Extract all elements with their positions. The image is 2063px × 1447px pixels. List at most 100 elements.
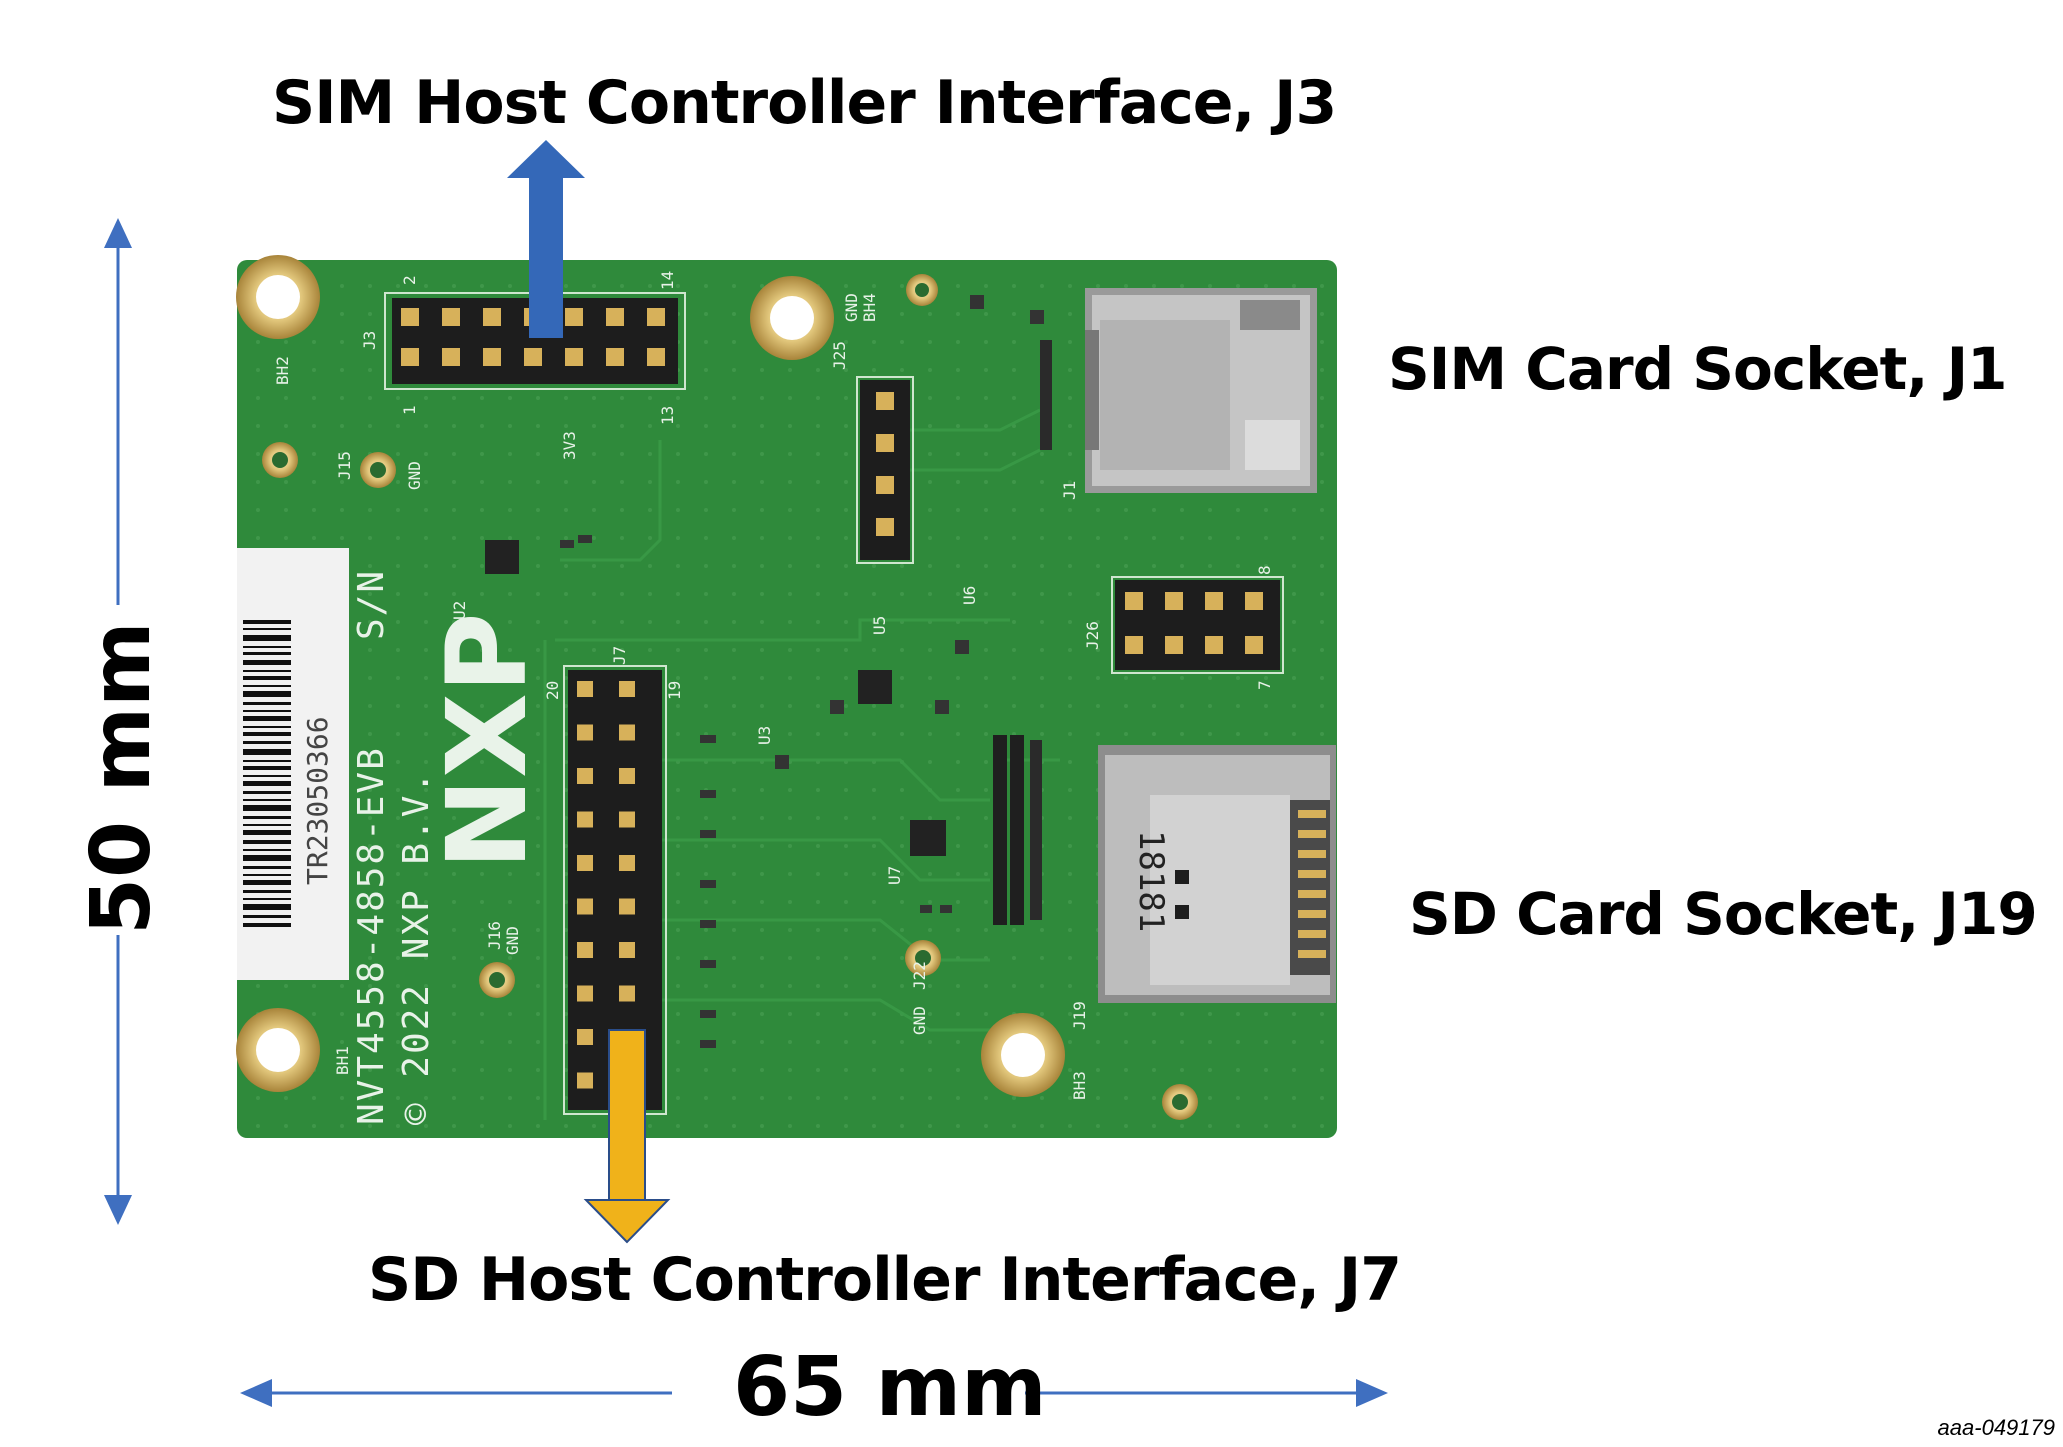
header-pin xyxy=(606,308,624,326)
header-pin xyxy=(577,724,593,741)
resistor-array xyxy=(993,340,1052,925)
mounting-hole-bh1 xyxy=(236,1008,320,1092)
header-pin xyxy=(577,681,593,697)
silk-gnd-j15: GND xyxy=(405,461,424,490)
silk-u2: U2 xyxy=(450,601,469,620)
silk-gnd-bh4: GND xyxy=(842,293,861,322)
silk-pin-13: 13 xyxy=(658,406,677,425)
header-pin xyxy=(577,985,593,1002)
header-pin xyxy=(577,1072,593,1089)
header-pin xyxy=(483,308,501,326)
sim-card-socket xyxy=(1085,288,1317,493)
header-pin xyxy=(442,308,460,326)
sd-host-interface-label: SD Host Controller Interface, J7 xyxy=(368,1245,1402,1315)
blue-callout-arrow xyxy=(507,140,585,338)
silk-gnd-j22: GND xyxy=(910,1006,929,1035)
width-dimension-arrow xyxy=(240,1379,1388,1407)
silk-pin-8: 8 xyxy=(1255,565,1274,575)
serial-label: TR23050366 xyxy=(237,548,349,980)
header-pin xyxy=(1205,636,1223,654)
header-pin xyxy=(619,985,635,1002)
yellow-callout-arrow xyxy=(583,1029,671,1244)
sim-host-interface-label: SIM Host Controller Interface, J3 xyxy=(272,68,1337,138)
header-pin xyxy=(565,308,583,326)
silk-pin-2: 2 xyxy=(400,275,419,285)
sd-card-socket: 18181 xyxy=(1098,745,1336,1003)
silk-u6: U6 xyxy=(960,586,979,605)
header-pin xyxy=(401,348,419,366)
header-pin xyxy=(442,348,460,366)
header-pin xyxy=(876,434,894,452)
pcb-board xyxy=(237,260,1337,1138)
header-j25 xyxy=(856,376,914,564)
nxp-logo: NXP xyxy=(423,613,551,871)
small-components xyxy=(560,295,1044,1048)
silk-j3: J3 xyxy=(360,331,379,350)
header-pin xyxy=(619,942,635,958)
silk-u5: U5 xyxy=(870,616,889,635)
ic-u2 xyxy=(485,540,519,574)
silk-j1: J1 xyxy=(1060,481,1079,500)
sd-socket-label: SD Card Socket, J19 xyxy=(1409,880,2038,948)
board-name: NVT4558-4858-EVB xyxy=(351,746,392,1125)
header-pin xyxy=(577,1029,593,1045)
header-pin xyxy=(483,348,501,366)
header-pin xyxy=(876,476,894,494)
silk-j16: J16 xyxy=(485,921,504,950)
silk-pin-20: 20 xyxy=(543,681,562,700)
silk-bh2: BH2 xyxy=(273,356,292,385)
header-pin xyxy=(619,724,635,741)
serial-label-text: S/N xyxy=(351,569,392,640)
header-pin xyxy=(577,855,593,871)
header-pin xyxy=(1205,592,1223,610)
silk-j7: J7 xyxy=(610,646,629,665)
header-pin xyxy=(876,518,894,536)
header-pin xyxy=(1125,592,1143,610)
header-pin xyxy=(619,898,635,915)
barcode xyxy=(243,620,291,927)
silk-3v3: 3V3 xyxy=(560,431,579,460)
header-pin xyxy=(606,348,624,366)
silk-u3: U3 xyxy=(755,726,774,745)
header-pin xyxy=(577,942,593,958)
figure-id: aaa-049179 xyxy=(1937,1415,2055,1440)
silk-bh3: BH3 xyxy=(1070,1071,1089,1100)
header-pin xyxy=(1245,592,1263,610)
silk-pin-1: 1 xyxy=(400,405,419,415)
sd-socket-print: 18181 xyxy=(1131,830,1171,932)
board-copyright: © 2022 NXP B.V. xyxy=(396,770,437,1125)
header-pin xyxy=(619,811,635,828)
silk-bh1: BH1 xyxy=(333,1046,352,1075)
header-pin xyxy=(1165,592,1183,610)
silk-pin-7: 7 xyxy=(1255,680,1274,690)
silk-j22: J22 xyxy=(910,961,929,990)
header-pin xyxy=(1165,636,1183,654)
header-pin xyxy=(647,348,665,366)
header-pin xyxy=(401,308,419,326)
header-pin xyxy=(619,768,635,784)
silk-j15: J15 xyxy=(335,451,354,480)
header-j26 xyxy=(1111,576,1284,674)
silk-j26: J26 xyxy=(1083,621,1102,650)
mounting-hole-bh2 xyxy=(236,255,320,339)
header-pin xyxy=(876,392,894,410)
header-pin xyxy=(577,811,593,828)
height-dimension-arrow xyxy=(104,218,132,1225)
silk-gnd-j16: GND xyxy=(503,926,522,955)
silk-pin-14: 14 xyxy=(658,271,677,290)
header-pin xyxy=(647,308,665,326)
ic-u7 xyxy=(910,820,946,856)
header-pin xyxy=(619,855,635,871)
header-pin xyxy=(577,768,593,784)
header-pin xyxy=(1245,636,1263,654)
mounting-hole-bh3 xyxy=(981,1013,1065,1097)
silk-j25: J25 xyxy=(830,341,849,370)
header-pin xyxy=(1125,636,1143,654)
silk-bh4: BH4 xyxy=(860,293,879,322)
header-pin xyxy=(619,681,635,697)
silk-u7: U7 xyxy=(885,866,904,885)
header-pin xyxy=(565,348,583,366)
test-points xyxy=(262,274,1198,1120)
width-dimension-label: 65 mm xyxy=(733,1340,1047,1435)
